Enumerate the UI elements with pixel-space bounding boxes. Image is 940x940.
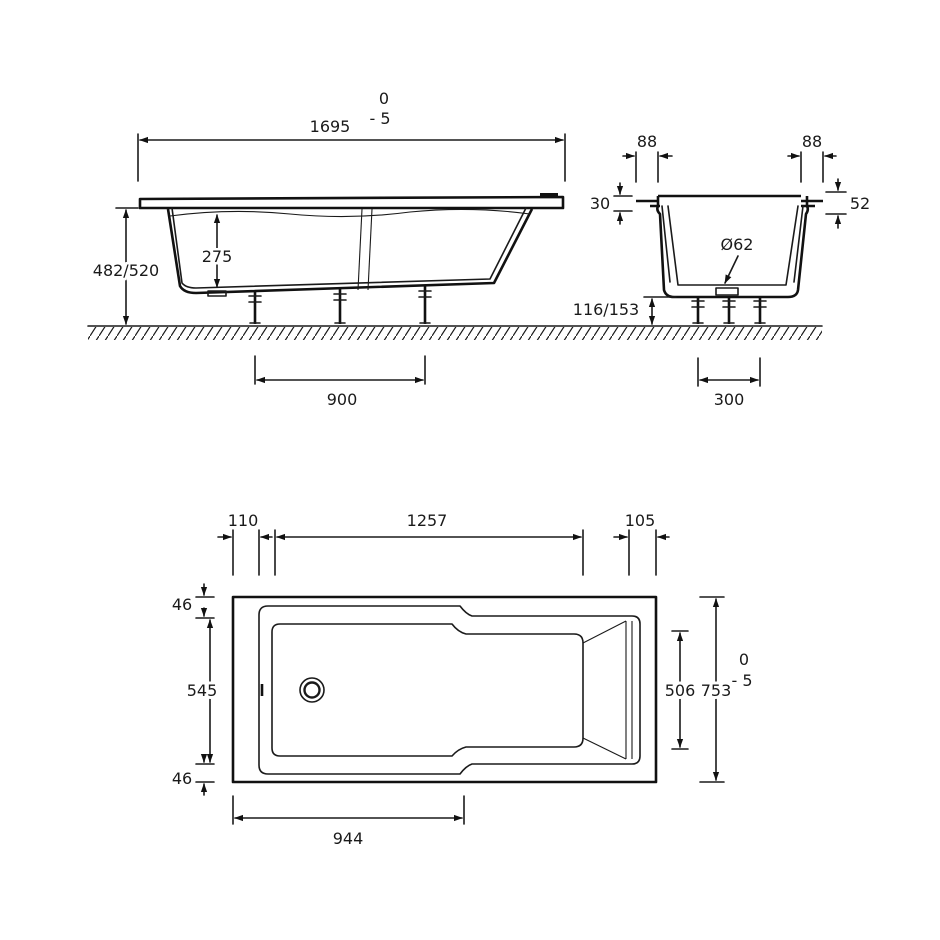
side-leg-spacing-label: 900 xyxy=(327,390,358,409)
top-width-dimensions-left: 46 545 46 xyxy=(172,583,220,796)
end-leg xyxy=(722,297,736,324)
end-rim-thickness-left-dimension: 30 xyxy=(590,182,633,225)
side-depth-label: 275 xyxy=(202,247,233,266)
side-overflow xyxy=(540,193,558,198)
end-rim-left-dimension: 88 xyxy=(622,132,673,183)
end-leg xyxy=(691,297,705,324)
side-depth-dimension: 275 xyxy=(199,214,235,288)
side-leg xyxy=(418,286,432,324)
side-drain xyxy=(207,290,227,297)
top-inner-length-label: 1257 xyxy=(407,511,448,530)
side-leg-spacing-dimension: 900 xyxy=(254,355,426,409)
top-drain-icon xyxy=(299,677,325,703)
top-overall-width-label: 753 xyxy=(701,681,732,700)
end-tub-body xyxy=(636,194,823,299)
side-length-dimension: 1695 0 - 5 xyxy=(137,89,566,182)
bottom-margin-label: 46 xyxy=(172,769,192,788)
side-height-dimension: 482/520 xyxy=(90,207,162,325)
top-width-tol-lower: - 5 xyxy=(731,671,752,690)
ground-hatch xyxy=(87,325,823,340)
top-step-dimension: 944 xyxy=(232,795,465,848)
end-rim-thickness-right-label: 52 xyxy=(850,194,870,213)
top-margin-label: 46 xyxy=(172,595,192,614)
side-view: 1695 0 - 5 482/520 275 900 xyxy=(87,89,823,409)
end-rim-right-dimension: 88 xyxy=(787,132,837,183)
top-head-width-label: 506 xyxy=(665,681,696,700)
top-step-label: 944 xyxy=(333,829,364,848)
end-leg xyxy=(753,297,767,324)
end-view: 88 88 30 52 Ø62 xyxy=(573,132,870,409)
side-tub-body xyxy=(138,193,565,297)
side-leg xyxy=(248,291,262,324)
side-leg xyxy=(333,289,347,324)
end-rim-thickness-left-label: 30 xyxy=(590,194,610,213)
side-legs xyxy=(248,286,432,324)
end-clearance-dimension: 116/153 xyxy=(573,296,677,325)
end-rim-right-label: 88 xyxy=(802,132,822,151)
top-width-dimensions-right: 506 753 0 - 5 xyxy=(662,596,753,783)
end-drain-label: Ø62 xyxy=(721,235,754,254)
top-width-tol-upper: 0 xyxy=(739,650,749,669)
end-rim-left-label: 88 xyxy=(637,132,657,151)
top-view: 110 1257 105 46 545 46 506 xyxy=(172,511,753,848)
end-legs xyxy=(691,297,767,324)
end-drain-dimension: Ø62 xyxy=(721,235,754,284)
end-leg-spacing-label: 300 xyxy=(714,390,745,409)
end-clearance-label: 116/153 xyxy=(573,300,639,319)
top-tub-body xyxy=(231,595,658,784)
side-height-label: 482/520 xyxy=(93,261,159,280)
side-length-tol-lower: - 5 xyxy=(369,109,390,128)
side-length-label: 1695 xyxy=(310,117,351,136)
top-inner-width-label: 545 xyxy=(187,681,218,700)
end-drain xyxy=(715,287,739,296)
side-length-tol-upper: 0 xyxy=(379,89,389,108)
end-rim-thickness-right-dimension: 52 xyxy=(825,178,870,229)
top-left-margin-label: 110 xyxy=(228,511,259,530)
end-leg-spacing-dimension: 300 xyxy=(697,357,761,409)
top-length-dimensions: 110 1257 105 xyxy=(217,511,670,576)
top-right-margin-label: 105 xyxy=(625,511,656,530)
